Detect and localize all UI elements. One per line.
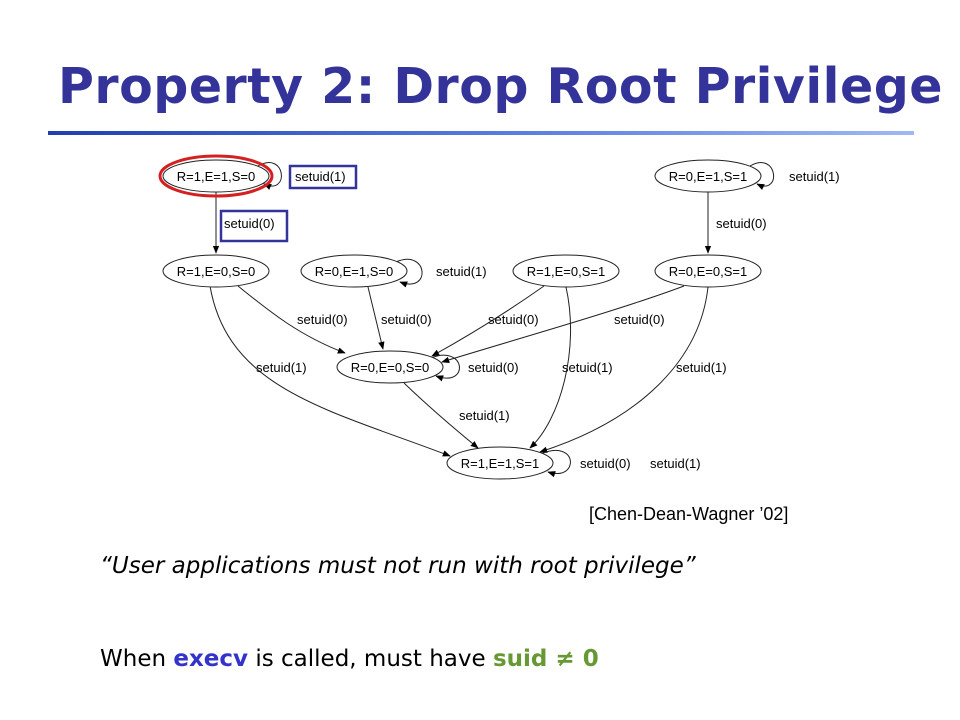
state-label: R=0,E=1,S=0 <box>315 264 393 279</box>
transition-label: setuid(0) <box>381 312 432 327</box>
state-node-n1: R=1,E=1,S=0 <box>158 154 274 198</box>
state-ellipse <box>336 350 444 384</box>
transition-n6-to-n8 <box>539 286 709 453</box>
transition-label: setuid(1) <box>436 264 487 279</box>
title-underline <box>48 131 914 135</box>
state-node-n6: R=0,E=0,S=1 <box>654 254 762 288</box>
transition-label: setuid(1) <box>256 360 307 375</box>
state-node-n8: R=1,E=1,S=1 <box>446 446 554 480</box>
transition-n7-to-n8 <box>403 382 479 449</box>
transition-n5-to-n8 <box>529 286 572 449</box>
state-ellipse <box>162 254 270 288</box>
state-node-n3: R=1,E=0,S=0 <box>162 254 270 288</box>
state-label: R=0,E=0,S=0 <box>351 360 429 375</box>
state-node-n5: R=1,E=0,S=1 <box>512 254 620 288</box>
statement-middle: is called, must have <box>248 646 493 672</box>
transition-n6-to-n7 <box>441 285 685 363</box>
state-ellipse <box>654 159 762 193</box>
state-ellipse <box>162 159 270 193</box>
state-label: R=0,E=0,S=1 <box>669 264 747 279</box>
state-label: R=1,E=0,S=0 <box>177 264 255 279</box>
state-node-n4: R=0,E=1,S=0 <box>300 254 408 288</box>
state-ellipse <box>300 254 408 288</box>
transition-n3-to-n7 <box>237 285 346 354</box>
transition-label: setuid(0) <box>716 216 767 231</box>
transition-label: setuid(0) <box>297 312 348 327</box>
transition-label: setuid(0) <box>614 312 665 327</box>
statement-prefix: When <box>100 646 174 672</box>
transition-label: setuid(1) <box>789 169 840 184</box>
transition-label: setuid(0) <box>580 456 631 471</box>
suid-value: 0 <box>582 646 599 672</box>
transition-n3-to-n8 <box>209 285 451 457</box>
suid-keyword: suid <box>492 646 548 672</box>
slide-title: Property 2: Drop Root Privilege <box>58 58 944 115</box>
transition-n2-to-n2 <box>749 162 775 190</box>
transition-n4-to-n7 <box>367 286 385 350</box>
state-label: R=1,E=1,S=1 <box>461 456 539 471</box>
not-equal-sign: ≠ <box>555 646 575 672</box>
execv-statement: When execv is called, must have suid ≠ 0 <box>100 646 599 672</box>
transition-n8-to-n8 <box>540 450 571 478</box>
quote: “User applications must not run with roo… <box>100 553 696 579</box>
transition-label: setuid(0) <box>468 360 519 375</box>
citation: [Chen-Dean-Wagner ’02] <box>589 504 789 524</box>
state-ellipse <box>446 446 554 480</box>
initial-state-highlight <box>158 154 274 198</box>
transition-label: setuid(1) <box>295 169 346 184</box>
transition-n1-to-n1 <box>257 162 282 190</box>
transition-label: setuid(0) <box>488 312 539 327</box>
state-label: R=1,E=1,S=0 <box>177 169 255 184</box>
state-ellipse <box>512 254 620 288</box>
state-node-n7: R=0,E=0,S=0 <box>336 350 444 384</box>
state-ellipse <box>654 254 762 288</box>
transition-label: setuid(1) <box>459 408 510 423</box>
highlight-box <box>288 164 358 190</box>
transition-n5-to-n7 <box>431 285 545 357</box>
transition-label: setuid(1) <box>676 360 727 375</box>
state-node-n2: R=0,E=1,S=1 <box>654 159 762 193</box>
transition-label: setuid(0) <box>224 216 275 231</box>
transition-label: setuid(1) <box>650 456 701 471</box>
transition-n4-to-n4 <box>395 259 423 288</box>
state-label: R=1,E=0,S=1 <box>527 264 605 279</box>
state-label: R=0,E=1,S=1 <box>669 169 747 184</box>
execv-keyword: execv <box>173 646 249 672</box>
transition-label: setuid(1) <box>562 360 613 375</box>
highlight-box <box>219 209 289 243</box>
transition-n7-to-n7 <box>430 354 460 382</box>
